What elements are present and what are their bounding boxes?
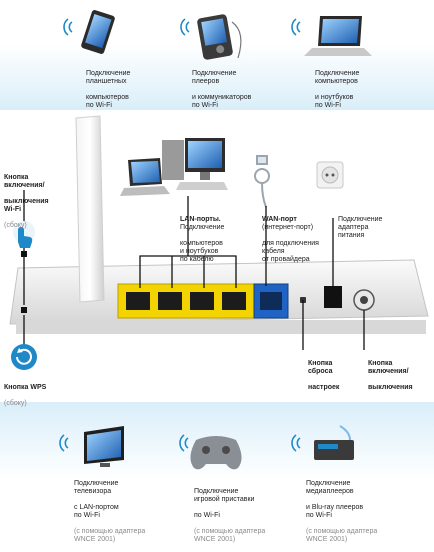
wifi-signal-icon [180,18,190,36]
tablet-icon [81,10,115,54]
tv-icon [84,426,124,467]
internet-cable-icon [254,155,270,208]
router [9,115,429,334]
caption-wps: Кнопка WPS (сбоку) [4,384,47,407]
bottom-band [0,402,434,542]
wifi-signal-icon [291,434,301,452]
media-player-icon [197,14,242,60]
wifi-signal-icon [291,18,301,36]
cable-laptop-icon [120,158,170,196]
wifi-touch-icon [13,221,35,248]
power-outlet-icon [316,161,344,189]
laptop-icon [304,16,372,56]
gamepad-icon [190,436,242,470]
wifi-signal-icon [179,434,189,452]
desktop-computer-icon [162,138,228,190]
wan-port [253,283,289,319]
wifi-signal-icon [63,18,73,36]
media-player-box-icon [314,425,354,460]
power-jack [324,286,342,308]
wifi-signal-icon [59,434,69,452]
wps-icon [11,344,37,370]
lan-ports [117,283,259,319]
